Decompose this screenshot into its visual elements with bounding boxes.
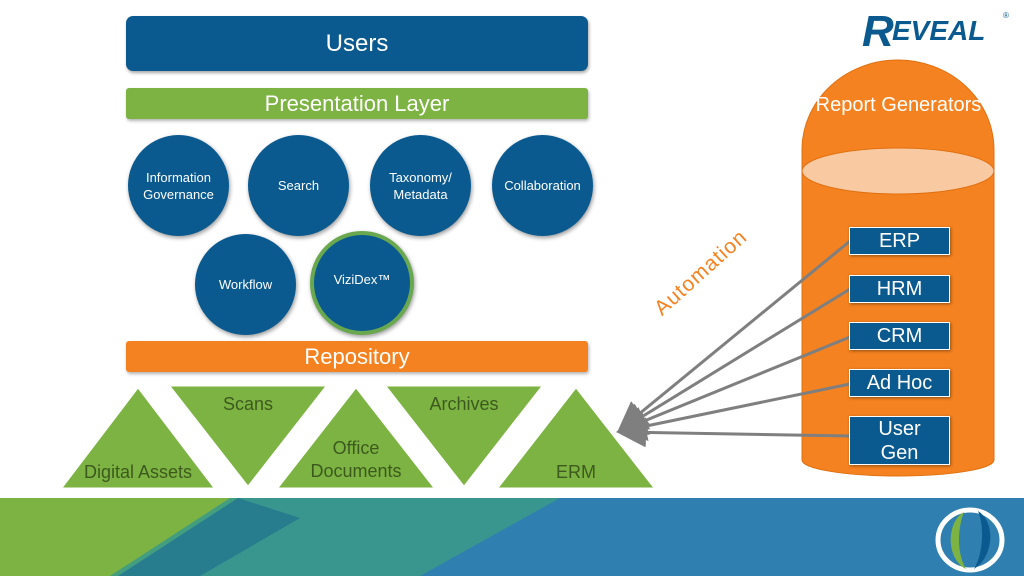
scans-label: Scans: [222, 394, 274, 414]
report-generators-title: Report Generators: [815, 94, 982, 116]
taxonomy-metadata-node: Taxonomy/ Metadata: [370, 135, 471, 236]
triangle-digital-assets: [60, 387, 216, 489]
footer-band: [0, 498, 1024, 576]
report-generators-cylinder: [801, 59, 995, 477]
user-gen-label: User Gen: [878, 418, 921, 464]
hrm-box: HRM: [849, 275, 950, 303]
triangle-erm: [496, 387, 656, 489]
users-layer: Users: [126, 16, 588, 71]
triangle-archives: [384, 385, 544, 487]
workflow-label: Workflow: [218, 277, 273, 292]
footer-emblem-icon: [934, 507, 1006, 573]
digital-assets-label: Digital Assets: [83, 462, 193, 482]
collaboration-node: Collaboration: [492, 135, 593, 236]
vizidex-node: ViziDex™: [310, 231, 414, 335]
search-label: Search: [277, 178, 320, 193]
collaboration-label: Collaboration: [504, 178, 581, 193]
triangle-scans: [168, 385, 328, 487]
search-node: Search: [248, 135, 349, 236]
triangle-office-documents: [276, 387, 436, 489]
archives-label: Archives: [429, 394, 499, 414]
vizidex-label: ViziDex™: [333, 272, 391, 287]
svg-text:R: R: [862, 7, 894, 52]
erp-box: ERP: [849, 227, 950, 255]
taxonomy-metadata-label: Taxonomy/ Metadata: [389, 169, 452, 202]
crm-box: CRM: [849, 322, 950, 350]
office-documents-label: Office Documents: [310, 438, 402, 481]
automation-arrows: [616, 239, 851, 448]
svg-text:®: ®: [1003, 11, 1009, 20]
information-governance-node: Information Governance: [128, 135, 229, 236]
presentation-layer: Presentation Layer: [126, 88, 588, 119]
repository-layer: Repository: [126, 341, 588, 372]
reveal-logo: R EVEAL ®: [862, 6, 1012, 56]
information-governance-label: Information Governance: [143, 169, 214, 202]
workflow-node: Workflow: [195, 234, 296, 335]
erm-label: ERM: [556, 462, 596, 482]
user-gen-box: User Gen: [849, 416, 950, 465]
ad-hoc-box: Ad Hoc: [849, 369, 950, 397]
svg-text:EVEAL: EVEAL: [892, 15, 985, 46]
